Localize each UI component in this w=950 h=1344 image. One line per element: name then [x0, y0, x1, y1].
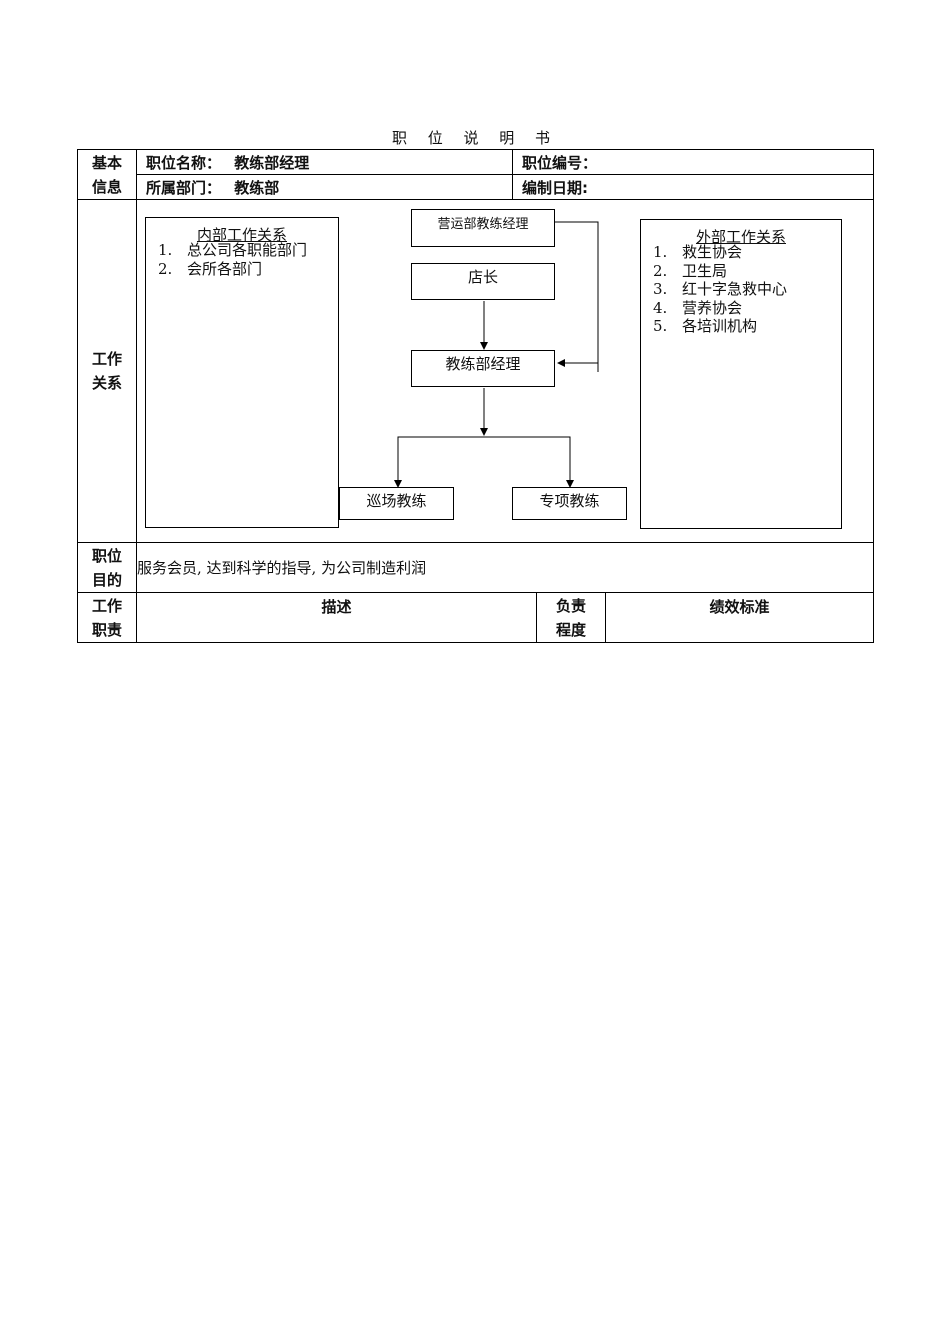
list-item: 1. 救生协会 [653, 243, 743, 261]
purpose-row: 职位 目的 服务会员, 达到科学的指导, 为公司制造利润 [77, 542, 875, 593]
internal-relations-panel: 内部工作关系 1. 总公司各职能部门 2. 会所各部门 [145, 217, 339, 528]
position-name-value: 教练部经理 [234, 153, 310, 172]
date-label: 编制日期: [522, 178, 588, 197]
relations-diagram: 内部工作关系 1. 总公司各职能部门 2. 会所各部门 营运部教练经理 [137, 200, 873, 542]
org-node-coach-manager: 教练部经理 [411, 350, 555, 387]
duties-col-responsibility-text: 负责 程度 [555, 596, 586, 639]
relations-row: 工作 关系 [77, 199, 875, 543]
internal-relations-list: 1. 总公司各职能部门 2. 会所各部门 [158, 241, 338, 278]
document-title: 职 位 说 明 书 [391, 129, 559, 147]
basic-info-label: 基本 信息 [77, 149, 137, 200]
purpose-label: 职位 目的 [77, 542, 137, 593]
position-no-label: 职位编号： [522, 153, 598, 172]
relations-label-text: 工作 关系 [91, 350, 122, 392]
position-no-cell: 职位编号： [511, 149, 875, 175]
duties-label: 工作 职责 [77, 592, 137, 643]
relations-content: 内部工作关系 1. 总公司各职能部门 2. 会所各部门 营运部教练经理 [135, 199, 875, 543]
org-node-store-manager: 店长 [411, 263, 555, 300]
connector-split [397, 436, 571, 486]
purpose-label-text: 职位 目的 [91, 546, 122, 589]
connector-ops-to-manager [555, 221, 599, 372]
department-cell: 所属部门： 教练部 [136, 174, 513, 200]
duties-label-text: 工作 职责 [91, 596, 122, 639]
internal-relations-title: 内部工作关系 [196, 226, 287, 244]
basic-info-label-text: 基本 信息 [91, 153, 122, 196]
duties-col-description: 描述 [136, 592, 537, 643]
list-item: 1. 总公司各职能部门 [158, 241, 308, 259]
list-item: 2. 卫生局 [653, 261, 728, 280]
date-cell: 编制日期: [511, 174, 875, 200]
org-node-ops-coach-manager: 营运部教练经理 [411, 209, 555, 247]
org-node-special-coach: 专项教练 [512, 487, 627, 520]
duties-col-responsibility: 负责 程度 [536, 592, 606, 643]
external-relations-title: 外部工作关系 [695, 228, 786, 246]
position-name-cell: 职位名称： 教练部经理 [136, 149, 513, 175]
department-value: 教练部 [234, 178, 280, 197]
list-item: 2. 会所各部门 [158, 259, 263, 278]
list-item: 3. 红十字急救中心 [653, 280, 788, 298]
duties-col-kpi: 绩效标准 [604, 592, 875, 643]
external-relations-list: 1. 救生协会 2. 卫生局 3. 红十字急救中心 4. [653, 243, 841, 336]
job-description-table: 基本 信息 职位名称： 教练部经理 职位编号： 所属部门： 教练部 编制日期: … [77, 149, 875, 643]
duties-header-row: 工作 职责 描述 负责 程度 绩效标准 [77, 592, 875, 643]
org-chart-connectors [394, 221, 599, 488]
basic-info-row-2: 所属部门： 教练部 编制日期: [78, 174, 875, 200]
basic-info-row-1: 基本 信息 职位名称： 教练部经理 职位编号： [77, 149, 875, 200]
position-name-label: 职位名称： [146, 153, 222, 172]
external-relations-panel: 外部工作关系 1. 救生协会 2. 卫生局 3. 红十字急救中心 [640, 219, 842, 529]
relations-label: 工作 关系 [77, 199, 137, 543]
list-item: 4. 营养协会 [653, 298, 743, 317]
purpose-text: 服务会员, 达到科学的指导, 为公司制造利润 [135, 542, 875, 593]
department-label: 所属部门： [146, 178, 222, 197]
org-node-patrol-coach: 巡场教练 [339, 487, 454, 520]
list-item: 5. 各培训机构 [653, 317, 758, 335]
